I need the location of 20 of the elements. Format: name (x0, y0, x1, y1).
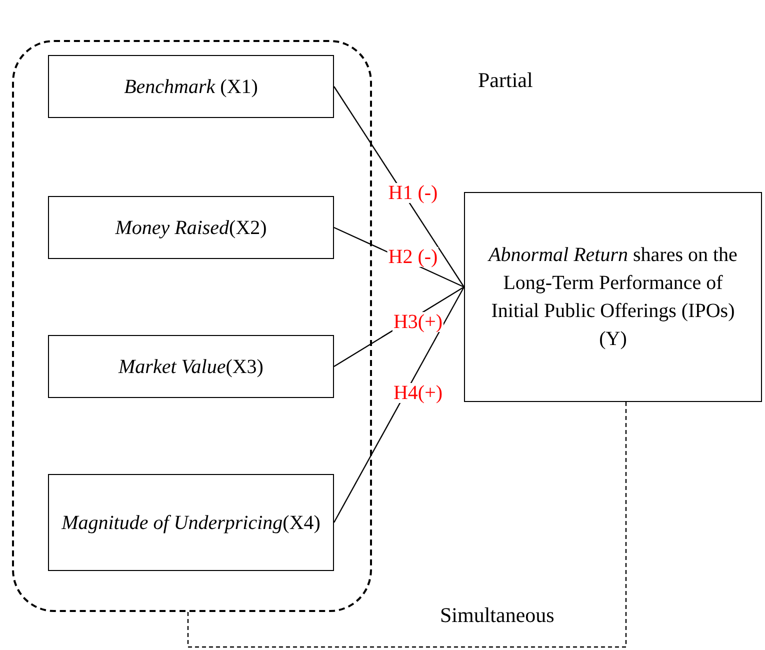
edge-label: H2 (-) (387, 247, 439, 267)
note-text: Partial (478, 68, 533, 93)
edge-label: H4(+) (392, 383, 444, 403)
box-text: Money Raised(X2) (115, 216, 267, 240)
dashed-group-box (12, 40, 372, 612)
dashed-connector (187, 402, 627, 648)
dependent-variable-box (464, 192, 762, 402)
box-text: Abnormal Return shares on the Long-Term Performance of Initial Public Offerings (IPOs) (Y) (487, 243, 738, 352)
connector-line (334, 86, 464, 288)
note-text: Simultaneous (440, 603, 554, 628)
edge-label: H1 (-) (387, 183, 439, 203)
variable-box (48, 55, 334, 118)
box-text: Magnitude of Underpricing(X4) (62, 510, 320, 536)
variable-box (48, 335, 334, 398)
edge-label: H3(+) (392, 312, 444, 332)
variable-box (48, 196, 334, 259)
connector-line (333, 286, 465, 523)
box-text: Benchmark (X1) (124, 74, 258, 100)
box-text: Market Value(X3) (118, 354, 264, 380)
variable-box (48, 474, 334, 571)
